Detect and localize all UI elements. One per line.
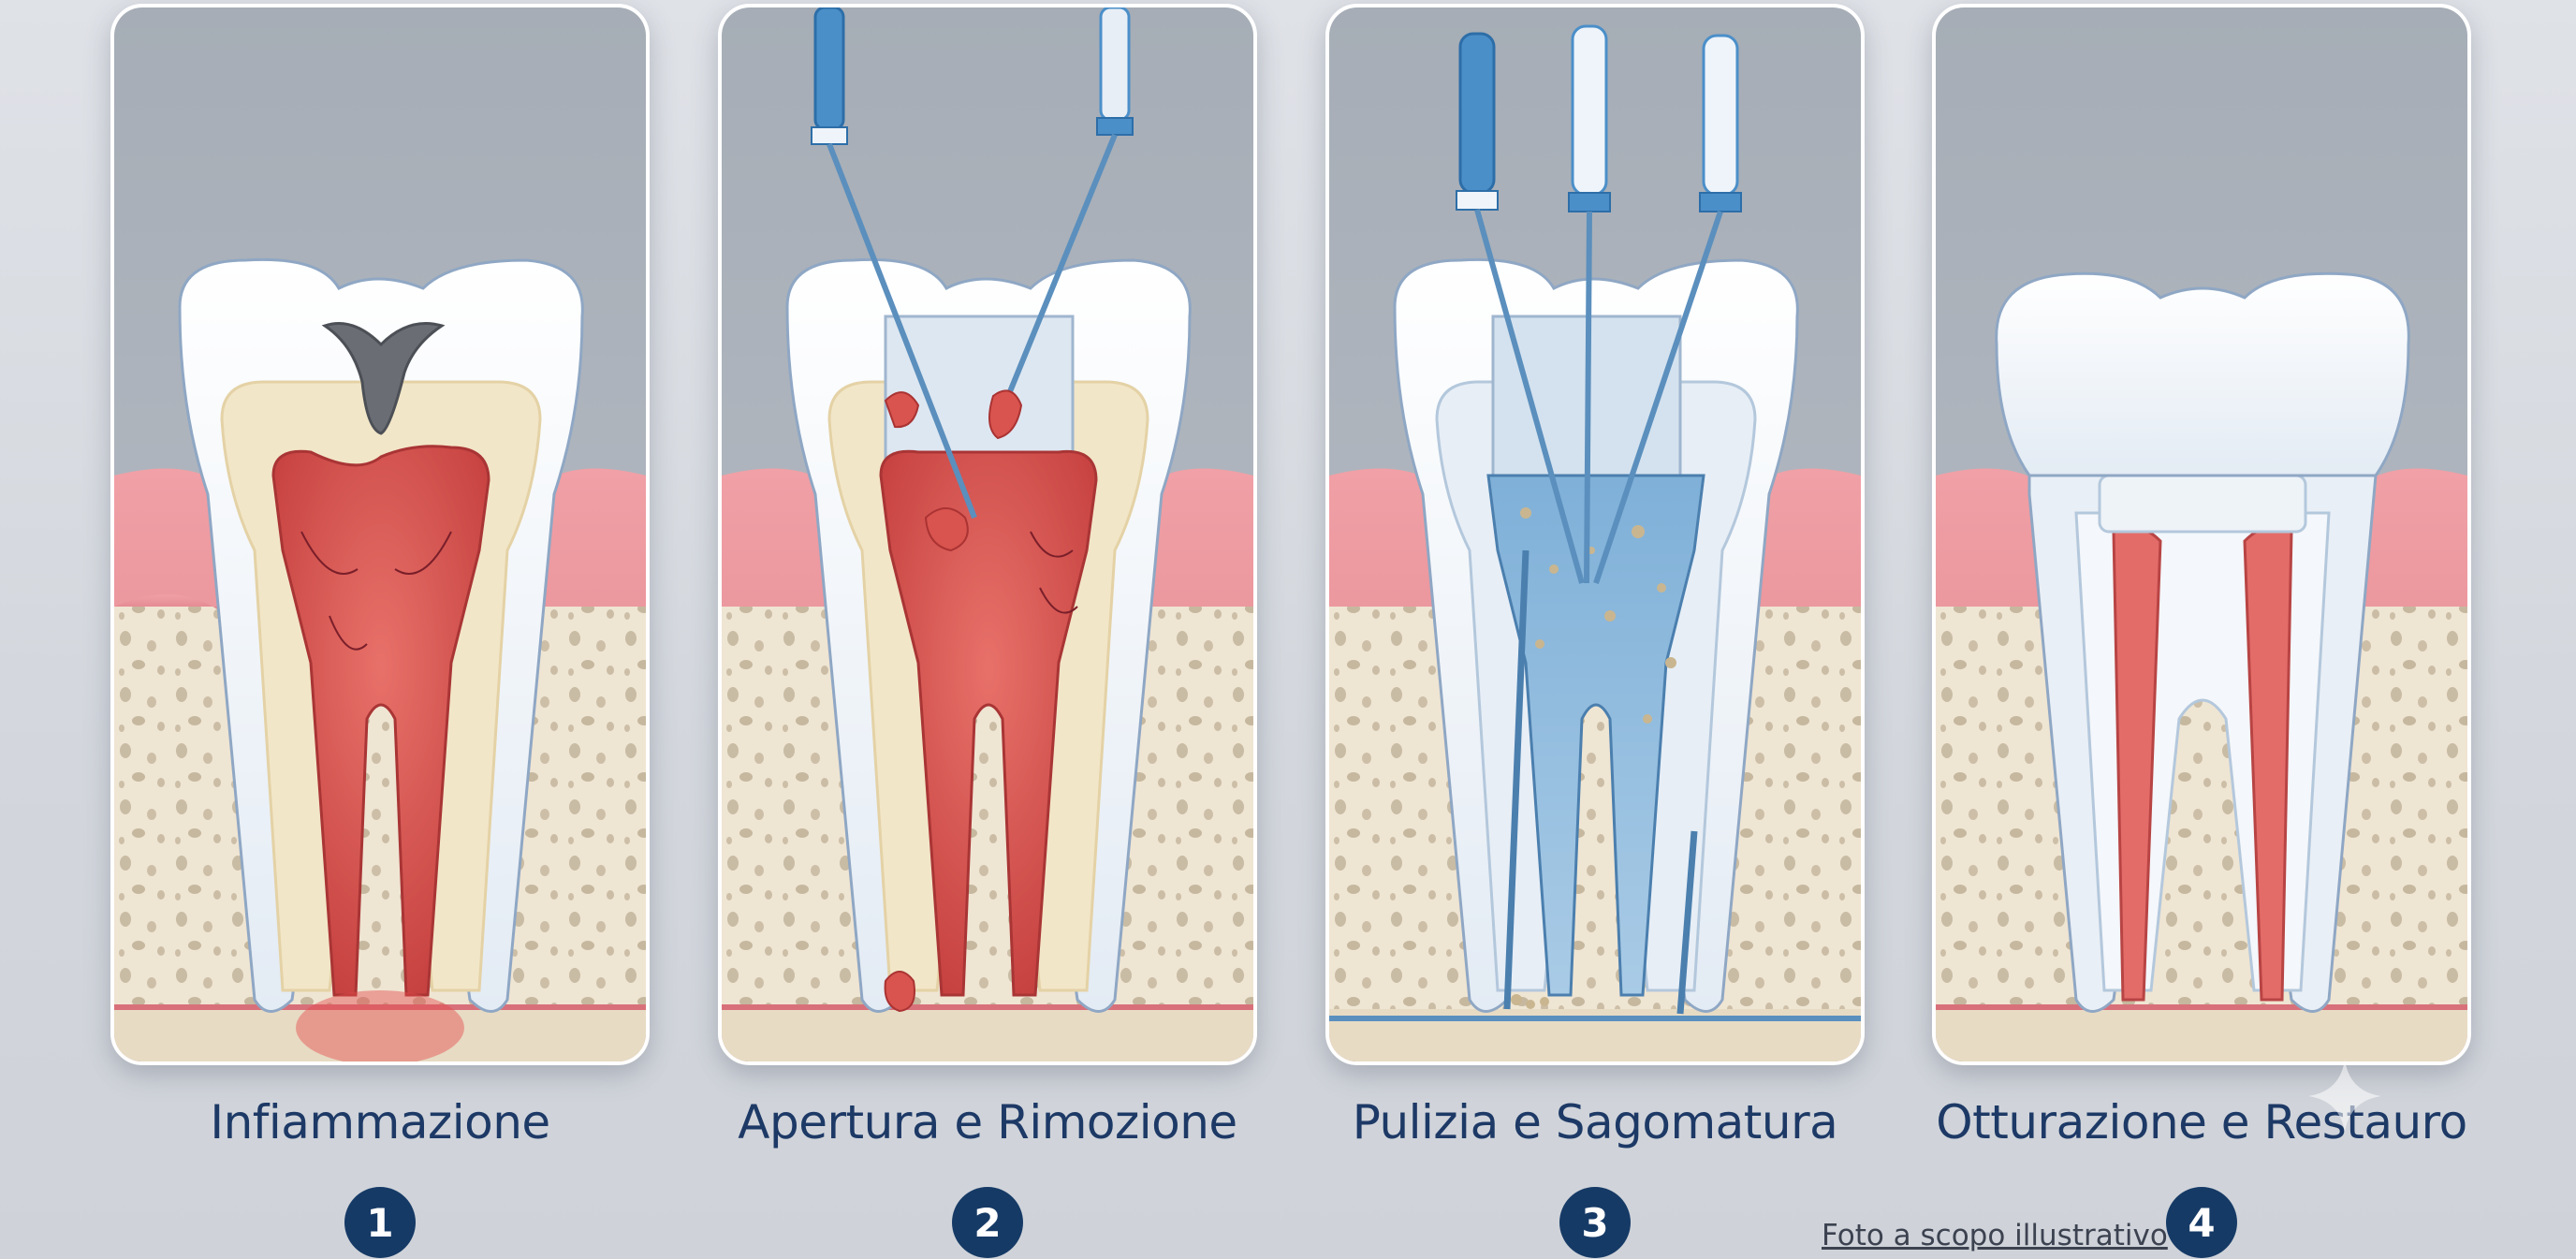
- step-panel-opening: [718, 4, 1257, 1065]
- opening-tooth-illustration: [722, 7, 1253, 1061]
- step-label: Apertura e Rimozione: [738, 1095, 1237, 1149]
- endodontic-file-one: [1456, 32, 1585, 584]
- illustrative-disclaimer-link[interactable]: Foto a scopo illustrativo: [1822, 1219, 2168, 1252]
- endodontic-file-right: [1000, 7, 1134, 412]
- cleaning-tooth-illustration: [1329, 7, 1861, 1061]
- step-panel-cleaning: [1325, 4, 1865, 1065]
- step-number-badge: 2: [952, 1187, 1023, 1258]
- step-number-badge: 1: [344, 1187, 416, 1258]
- endodontic-file-three: [1593, 34, 1742, 584]
- endodontic-file-left: [811, 7, 977, 520]
- step-label: Otturazione e Restauro: [1936, 1095, 2467, 1149]
- inflamed-tooth-illustration: [114, 7, 646, 1061]
- step-panel-restoration: [1932, 4, 2471, 1065]
- endodontic-file-two: [1568, 24, 1611, 584]
- step-panel-inflammation: [110, 4, 650, 1065]
- restored-tooth-illustration: [1936, 7, 2467, 1061]
- sparkle-icon: [2308, 1060, 2381, 1133]
- step-label: Infiammazione: [210, 1095, 550, 1149]
- step-number-badge: 4: [2166, 1187, 2237, 1258]
- step-number-badge: 3: [1559, 1187, 1631, 1258]
- step-label: Pulizia e Sagomatura: [1352, 1095, 1838, 1149]
